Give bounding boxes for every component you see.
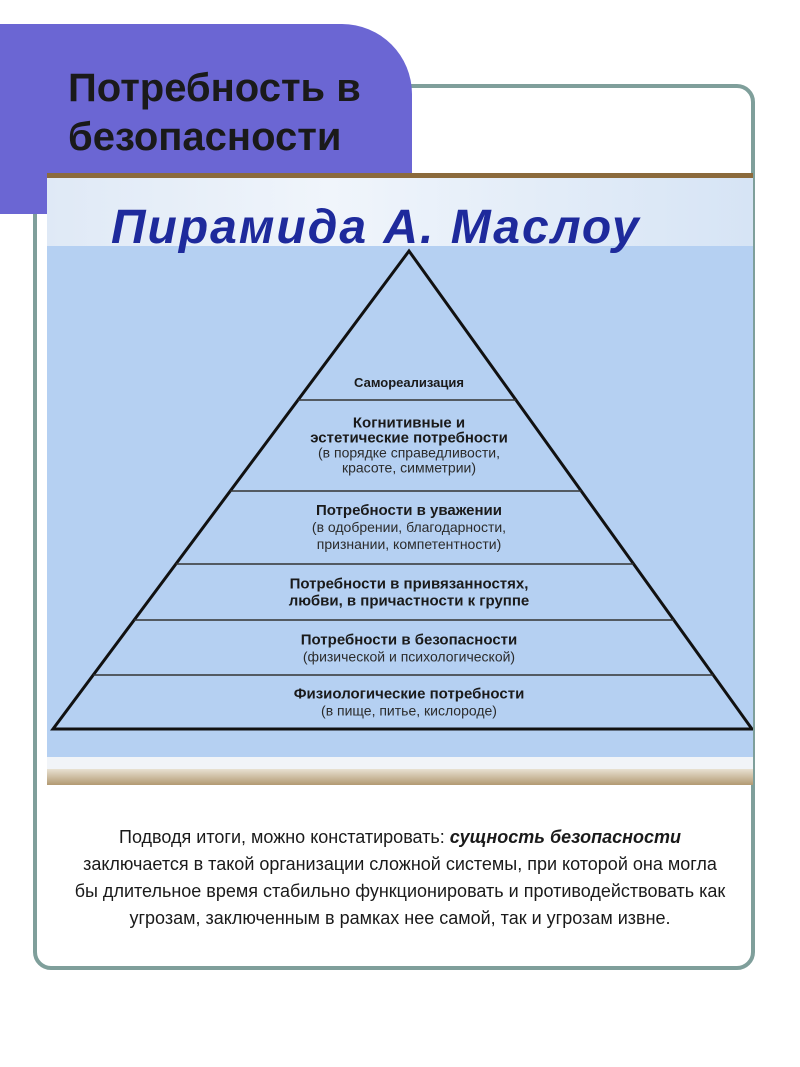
pyramid-level-1-line-1: Самореализация — [354, 375, 464, 390]
pyramid-level-3-line-1: Потребности в уважении — [316, 502, 502, 519]
page-title-line1: Потребность в — [68, 66, 361, 110]
slide-header: Пирамида А. Маслоу — [47, 178, 753, 254]
summary-lead: Подводя итоги, можно констатировать: — [119, 827, 450, 847]
pyramid-level-2-line-2: эстетические потребности — [310, 430, 508, 447]
pyramid-level-2-line-1: Когнитивные и — [353, 415, 465, 432]
slide-title: Пирамида А. Маслоу — [111, 201, 641, 254]
pyramid-level-2-line-3: (в порядке справедливости, — [318, 445, 500, 461]
slide-bottom-strip — [47, 757, 753, 769]
pyramid-level-4-line-1: Потребности в привязанностях, — [290, 576, 529, 593]
summary-rest: заключается в такой организации сложной … — [74, 854, 726, 928]
page-title-line2: безопасности — [68, 114, 342, 159]
summary-emphasis: сущность безопасности — [449, 827, 681, 847]
pyramid-outline — [50, 248, 753, 731]
pyramid-level-5-line-2: (физической и психологической) — [303, 649, 515, 665]
summary-text: Подводя итоги, можно констатировать: сущ… — [70, 824, 730, 932]
pyramid-level-4-line-2: любви, в причастности к группе — [289, 593, 530, 610]
pyramid-level-2-line-4: красоте, симметрии) — [342, 460, 476, 476]
slide-top-band — [47, 173, 753, 178]
pyramid-level-3-line-2: (в одобрении, благодарности, — [312, 519, 506, 535]
pyramid-level-5-line-1: Потребности в безопасности — [301, 632, 518, 649]
slide-bottom-band — [47, 769, 753, 785]
pyramid-level-6-line-1: Физиологические потребности — [294, 686, 525, 703]
page-title: Потребность в безопасности — [68, 64, 428, 162]
pyramid-level-3-line-3: признании, компетентности) — [317, 536, 501, 552]
pyramid-level-6-line-2: (в пище, питье, кислороде) — [321, 703, 497, 719]
